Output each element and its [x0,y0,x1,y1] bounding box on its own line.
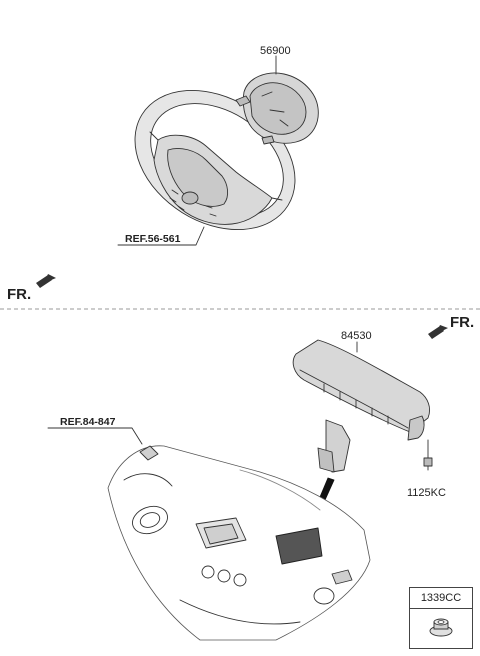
leader-ref-84-847 [47,427,143,445]
fr-arrow-icon [36,274,56,288]
bolt-icon [423,439,433,471]
part-number-1125kc: 1125KC [407,487,446,499]
parts-box-label: 1339CC [410,588,472,609]
driver-airbag-module [235,72,319,145]
ref-label-84-847: REF.84-847 [60,416,116,428]
fr-label: FR. [450,314,475,331]
leader-ref-56-561 [117,226,205,246]
parts-callout-box: 1339CC [409,587,473,649]
passenger-airbag-module [292,339,431,473]
fr-arrow-icon [428,325,448,339]
flange-nut-icon [429,618,453,637]
ref-label-56-561: REF.56-561 [125,233,181,245]
part-number-56900: 56900 [260,45,291,57]
dashboard-panel [107,445,371,641]
part-number-84530: 84530 [341,330,372,342]
fr-label: FR. [7,286,32,303]
